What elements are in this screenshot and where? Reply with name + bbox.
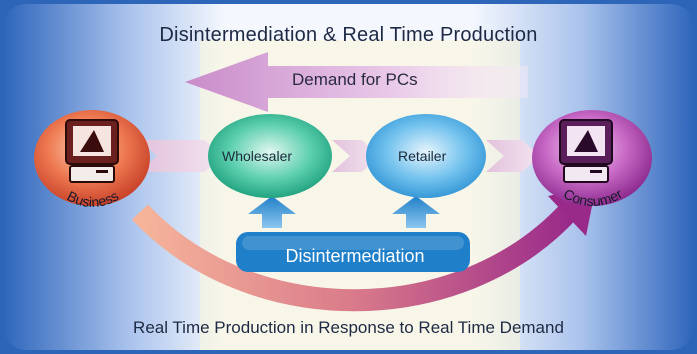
disintermediation-box-shine (242, 236, 464, 250)
production-curve-arrow (131, 202, 579, 312)
demand-arrow (185, 52, 528, 112)
flow-arrow-business-wholesaler (140, 140, 222, 172)
wholesaler-node (208, 114, 332, 198)
diagram-footer: Real Time Production in Response to Real… (133, 318, 564, 337)
retailer-label: Retailer (398, 148, 447, 164)
up-arrow-wholesaler (248, 196, 296, 228)
business-label: Business (65, 187, 122, 210)
flow-arrow-retailer-consumer (486, 140, 540, 172)
consumer-label: Consumer (561, 185, 625, 209)
disintermediation-label: Disintermediation (285, 246, 425, 266)
wholesaler-label: Wholesaler (222, 148, 293, 164)
diagram-title: Disintermediation & Real Time Production (159, 24, 538, 46)
consumer-computer-icon (559, 119, 613, 183)
business-computer-icon (65, 119, 119, 183)
disintermediation-box (236, 232, 470, 272)
retailer-node (366, 114, 486, 198)
demand-label: Demand for PCs (292, 70, 418, 89)
up-arrow-retailer (392, 196, 440, 228)
